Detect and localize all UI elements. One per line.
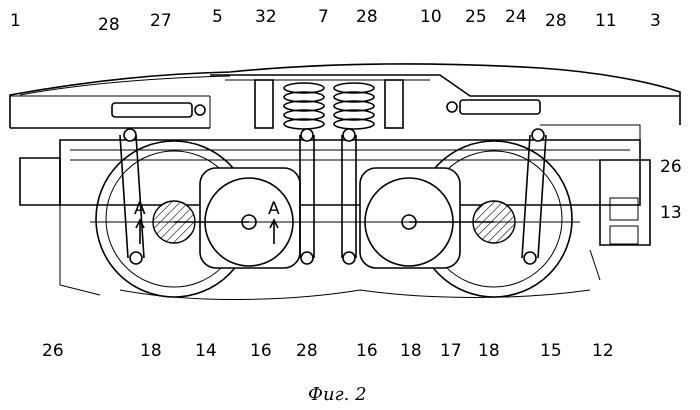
label-27: 27: [150, 11, 172, 31]
label-17: 17: [440, 341, 462, 361]
spring-left: [284, 83, 324, 129]
section-mark-a-right: A: [268, 199, 280, 219]
label-32: 32: [255, 7, 277, 27]
label-5: 5: [212, 7, 223, 27]
axle-boxes: [200, 168, 460, 268]
label-28-d: 28: [296, 341, 318, 361]
spring-right: [334, 83, 374, 129]
label-28-a: 28: [98, 15, 120, 35]
label-10: 10: [420, 7, 442, 27]
label-18-b: 18: [400, 341, 422, 361]
label-18-c: 18: [478, 341, 500, 361]
label-28-c: 28: [545, 11, 567, 31]
label-26-right: 26: [660, 157, 682, 177]
axles: [90, 201, 580, 243]
label-15: 15: [540, 341, 562, 361]
figure-caption: Фиг. 2: [308, 384, 367, 405]
hangers: [120, 129, 546, 264]
bottom-labels: 26 18 14 16 28 16 18 17 18 15 12: [42, 341, 614, 361]
bracket-12-13: [600, 160, 650, 245]
label-28-b: 28: [356, 7, 378, 27]
frame-end-left: [20, 158, 60, 205]
label-16-b: 16: [356, 341, 378, 361]
label-14: 14: [195, 341, 217, 361]
bracket-3: [540, 125, 640, 140]
damper-right: [460, 100, 540, 114]
label-13: 13: [660, 203, 682, 223]
label-24: 24: [505, 7, 527, 27]
section-mark-a-left: A: [134, 199, 146, 219]
label-18-a: 18: [140, 341, 162, 361]
label-26-left: 26: [42, 341, 64, 361]
label-3: 3: [650, 11, 661, 31]
label-7: 7: [318, 7, 329, 27]
right-labels: 26 13: [660, 157, 682, 223]
label-1: 1: [10, 11, 21, 31]
central-springs: [255, 80, 403, 129]
car-body: [10, 64, 680, 128]
label-12: 12: [592, 341, 614, 361]
top-labels: 1 28 27 5 32 7 28 10 25 24 28 11 3: [10, 7, 661, 35]
bogie-frame: [20, 125, 650, 245]
dampers: [112, 100, 540, 117]
support-32: [255, 80, 273, 128]
label-11: 11: [595, 11, 617, 31]
support-right: [385, 80, 403, 128]
label-16-a: 16: [250, 341, 272, 361]
label-25: 25: [465, 7, 487, 27]
damper-left: [112, 103, 192, 117]
